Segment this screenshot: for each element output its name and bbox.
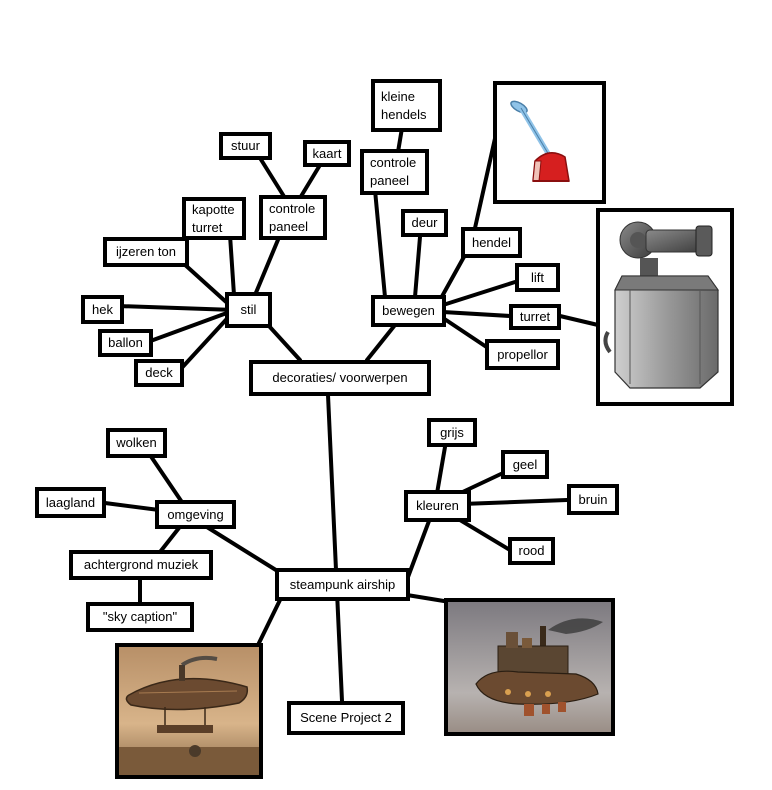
node-bruin[interactable]: bruin	[567, 484, 619, 515]
lever-icon	[510, 100, 570, 182]
node-laagland[interactable]: laagland	[35, 487, 106, 518]
connector-line	[116, 304, 237, 312]
node-kapotte-turret[interactable]: kapotte turret	[182, 197, 246, 240]
connector-line	[396, 126, 404, 154]
connector-line	[253, 233, 282, 297]
airship-icon	[119, 647, 259, 775]
connector-line	[326, 393, 344, 703]
connector-line	[441, 316, 490, 350]
connector-line	[438, 253, 467, 302]
node-achtergrond-muziek[interactable]: achtergrond muziek	[69, 550, 213, 580]
turret-image	[596, 208, 734, 406]
node-decoraties-voorwerpen[interactable]: decoraties/ voorwerpen	[249, 360, 431, 396]
node-stil[interactable]: stil	[225, 292, 272, 328]
node-kleuren[interactable]: kleuren	[404, 490, 471, 522]
node-hek[interactable]: hek	[81, 295, 124, 324]
connector-line	[405, 593, 452, 604]
connector-line	[441, 280, 517, 307]
node-geel[interactable]: geel	[501, 450, 549, 479]
node-deur[interactable]: deur	[401, 209, 448, 237]
connector-line	[413, 235, 422, 299]
lever-image	[493, 81, 606, 204]
node-rood[interactable]: rood	[508, 537, 555, 565]
node-hendel[interactable]: hendel	[461, 227, 522, 258]
connector-line	[441, 310, 512, 318]
node-grijs[interactable]: grijs	[427, 418, 477, 447]
node-omgeving[interactable]: omgeving	[155, 500, 236, 529]
connector-line	[267, 324, 302, 362]
node-steampunk-airship[interactable]: steampunk airship	[275, 568, 410, 601]
connector-line	[256, 598, 282, 647]
node-lift[interactable]: lift	[515, 263, 560, 292]
node-scene-project-2[interactable]: Scene Project 2	[287, 701, 405, 735]
node-kaart[interactable]: kaart	[303, 140, 351, 167]
node-propellor[interactable]: propellor	[485, 339, 560, 370]
node-turret[interactable]: turret	[509, 304, 561, 330]
airship-image-right	[444, 598, 615, 736]
connector-line	[258, 156, 287, 200]
node-deck[interactable]: deck	[134, 359, 184, 387]
node-bewegen[interactable]: bewegen	[371, 295, 446, 327]
airship-icon	[448, 602, 611, 732]
connector-line	[373, 188, 387, 299]
connector-line	[365, 323, 397, 362]
connector-line	[558, 314, 600, 327]
airship-image-left	[115, 643, 263, 779]
node-ballon[interactable]: ballon	[98, 329, 153, 357]
node-controle-paneel-bewegen[interactable]: controle paneel	[360, 149, 429, 195]
node-sky-caption[interactable]: "sky caption"	[86, 602, 194, 632]
node-stuur[interactable]: stuur	[219, 132, 272, 160]
connector-line	[298, 163, 322, 200]
connector-line	[143, 308, 237, 345]
node-controle-paneel-stil[interactable]: controle paneel	[259, 195, 327, 240]
node-kleine-hendels[interactable]: kleine hendels	[371, 79, 442, 132]
node-wolken[interactable]: wolken	[106, 428, 167, 458]
turret-icon	[603, 221, 719, 389]
node-ijzeren-ton[interactable]: ijzeren ton	[103, 237, 189, 267]
